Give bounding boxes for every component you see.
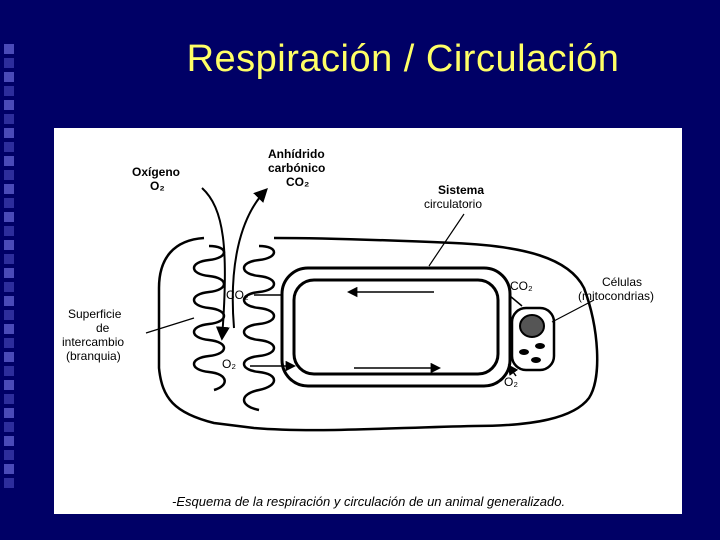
diagram-caption: -Esquema de la respiración y circulación… bbox=[172, 494, 565, 509]
surface-label-2: de bbox=[96, 321, 110, 335]
circulatory-loop-inner bbox=[292, 278, 500, 376]
mitochondria-2 bbox=[535, 343, 545, 349]
cell-nucleus bbox=[519, 314, 545, 338]
surface-label-4: (branquia) bbox=[66, 349, 121, 363]
system-label-1: Sistema bbox=[438, 183, 484, 197]
cell-body bbox=[510, 306, 556, 372]
o2-right-arrow bbox=[507, 364, 519, 377]
cells-label-1: Células bbox=[602, 275, 642, 289]
animal-body-outline bbox=[157, 236, 599, 432]
slide-title: Respiración / Circulación bbox=[186, 38, 620, 80]
gill-folds-right bbox=[242, 244, 276, 412]
circulatory-loop-outer bbox=[280, 266, 512, 388]
decorative-square-column bbox=[4, 44, 16, 492]
surface-label-3: intercambio bbox=[62, 335, 124, 349]
diagram-svg: Oxígeno O₂ Anhídrido carbónico CO₂ Siste… bbox=[62, 147, 654, 509]
respiration-diagram: Oxígeno O₂ Anhídrido carbónico CO₂ Siste… bbox=[54, 128, 682, 514]
system-leader bbox=[428, 213, 465, 267]
o2-right-label: O₂ bbox=[504, 375, 518, 389]
co2-right-arrow bbox=[509, 295, 523, 307]
anhydride-label-1: Anhídrido bbox=[268, 147, 325, 161]
cells-label-2: (mitocondrias) bbox=[578, 289, 654, 303]
o2-left-label: O₂ bbox=[222, 357, 236, 371]
oxygen-arrow bbox=[201, 187, 230, 341]
co2-right-label: CO₂ bbox=[510, 279, 533, 293]
surface-label-1: Superficie bbox=[68, 307, 122, 321]
gill-folds bbox=[192, 244, 226, 392]
anhydride-label-2: carbónico bbox=[268, 161, 325, 175]
mitochondria-3 bbox=[531, 357, 541, 363]
co2-out-arrow bbox=[231, 187, 268, 329]
cells-leader bbox=[551, 299, 595, 323]
co2-left-label: CO₂ bbox=[226, 288, 249, 302]
anhydride-label-3: CO₂ bbox=[286, 175, 309, 189]
oxygen-label-1: Oxígeno bbox=[132, 165, 180, 179]
mitochondria-1 bbox=[519, 349, 529, 355]
system-label-2: circulatorio bbox=[424, 197, 482, 211]
oxygen-label-2: O₂ bbox=[150, 179, 165, 193]
surface-leader bbox=[145, 317, 195, 334]
